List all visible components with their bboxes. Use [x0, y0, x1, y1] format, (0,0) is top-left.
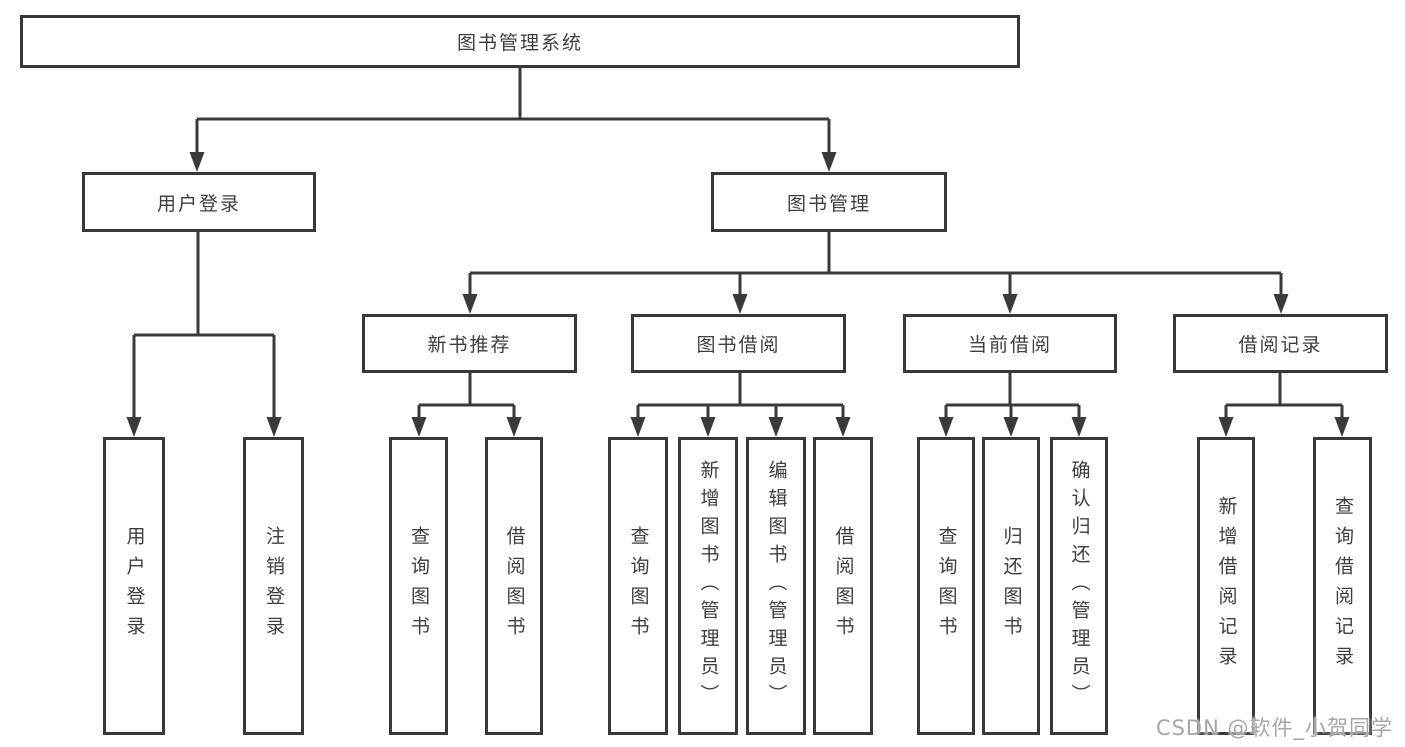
leaf-user-login-label: 用户登录 — [123, 526, 146, 646]
leaf-query-book-3: 查询图书 — [917, 437, 975, 735]
connector-current-borrow — [944, 373, 1081, 422]
leaf-query-book-1: 查询图书 — [389, 437, 448, 735]
csdn-watermark: CSDN @软件_小贺同学 — [1155, 716, 1393, 740]
leaf-logout-label: 注销登录 — [263, 526, 285, 646]
leaf-return-book-label: 归还图书 — [1000, 526, 1023, 646]
leaf-borrow-book-1: 借阅图书 — [485, 437, 543, 735]
connector-book-mgmt — [468, 232, 1283, 300]
leaf-user-login: 用户登录 — [103, 437, 165, 735]
node-root: 图书管理系统 — [20, 15, 1020, 68]
leaf-edit-book: 编辑图书（管理员） — [746, 437, 806, 735]
node-borrow-records: 借阅记录 — [1173, 314, 1388, 373]
node-user-login: 用户登录 — [82, 172, 316, 232]
node-current-borrow-label: 当前借阅 — [967, 334, 1052, 356]
node-book-mgmt-label: 图书管理 — [786, 192, 871, 215]
connector-user-login — [132, 232, 276, 422]
node-book-borrow: 图书借阅 — [631, 314, 846, 373]
leaf-edit-book-label: 编辑图书（管理员） — [765, 460, 788, 712]
leaf-query-book-2: 查询图书 — [608, 437, 668, 735]
node-user-login-label: 用户登录 — [156, 192, 241, 215]
leaf-query-book-1-label: 查询图书 — [408, 526, 430, 646]
connector-borrow-records — [1224, 373, 1344, 422]
node-new-book-rec-label: 新书推荐 — [427, 334, 512, 356]
leaf-add-record-label: 新增借阅记录 — [1215, 496, 1238, 676]
node-book-mgmt: 图书管理 — [711, 172, 947, 232]
leaf-query-record: 查询借阅记录 — [1313, 437, 1372, 735]
node-current-borrow: 当前借阅 — [903, 314, 1117, 373]
node-new-book-rec: 新书推荐 — [362, 314, 577, 373]
leaf-confirm-return: 确认归还（管理员） — [1050, 437, 1108, 735]
leaf-query-book-3-label: 查询图书 — [935, 526, 958, 646]
leaf-query-book-2-label: 查询图书 — [627, 526, 650, 646]
connector-book-borrow — [636, 373, 845, 422]
leaf-return-book: 归还图书 — [982, 437, 1040, 735]
leaf-add-book-label: 新增图书（管理员） — [697, 460, 720, 712]
node-book-borrow-label: 图书借阅 — [696, 334, 781, 356]
node-borrow-records-label: 借阅记录 — [1238, 334, 1323, 356]
leaf-borrow-book-2: 借阅图书 — [813, 437, 873, 735]
leaf-query-record-label: 查询借阅记录 — [1332, 496, 1354, 676]
connector-new-book — [417, 373, 516, 422]
leaf-confirm-return-label: 确认归还（管理员） — [1068, 460, 1091, 712]
leaf-add-book: 新增图书（管理员） — [678, 437, 738, 735]
leaf-borrow-book-2-label: 借阅图书 — [832, 526, 855, 646]
leaf-borrow-book-1-label: 借阅图书 — [503, 526, 526, 646]
node-root-label: 图书管理系统 — [456, 32, 583, 54]
connector-root — [195, 68, 831, 156]
leaf-logout: 注销登录 — [243, 437, 304, 735]
leaf-add-record: 新增借阅记录 — [1197, 437, 1255, 735]
